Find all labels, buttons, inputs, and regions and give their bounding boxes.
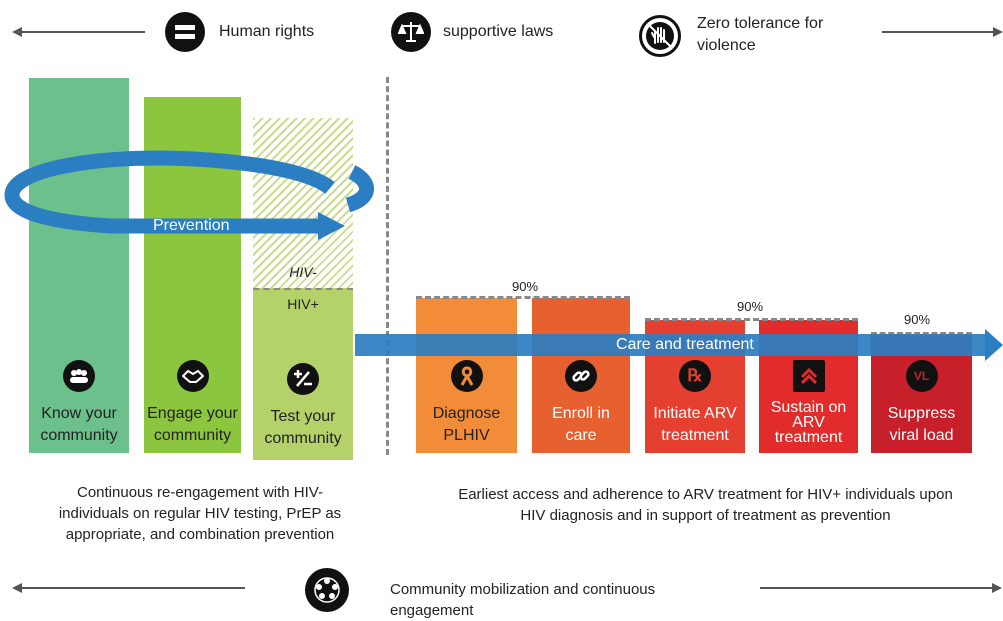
step-label-line2: viral load: [889, 427, 954, 444]
hiv-positive-label: HIV+: [287, 296, 319, 312]
target-percent: 90%: [512, 279, 539, 294]
rx-icon: ℞: [679, 360, 711, 392]
step-label-line2: PLHIV: [443, 427, 490, 444]
bar-diagnose: Diagnose PLHIV: [416, 298, 517, 453]
bar-test-community: HIV+ Test your community: [253, 288, 353, 460]
community-icon: [63, 360, 95, 392]
community-mobilization-icon: [305, 568, 349, 612]
care-label: Care and treatment: [616, 336, 754, 353]
caption-line: Continuous re-engagement with HIV-: [77, 484, 323, 501]
step-label-line2: community: [40, 427, 118, 444]
step-label-line2: community: [264, 430, 342, 447]
target-line-treatment: [645, 318, 858, 321]
scales-icon: [391, 12, 431, 52]
plus-minus-icon: [287, 363, 319, 395]
prevention-caption: Continuous re-engagement with HIV- indiv…: [30, 482, 370, 545]
bottom-label-line: Community mobilization and continuous: [390, 581, 656, 598]
stop-hand-icon: [639, 15, 681, 57]
handshake-icon: [176, 360, 209, 392]
equality-icon: [165, 12, 205, 52]
step-label-line1: Engage your: [147, 405, 238, 422]
step-label-line2: care: [565, 427, 597, 444]
bottom-label-line: engagement: [390, 602, 474, 619]
prevention-label: Prevention: [153, 217, 230, 234]
step-label-line1: Sustain on: [770, 399, 847, 416]
divider-line: [386, 77, 389, 455]
caption-line: appropriate, and combination prevention: [65, 526, 335, 543]
bar-test-hatched: [253, 118, 353, 288]
community-mobilization-label: Community mobilization and continuous en…: [390, 579, 655, 621]
supportive-laws-label: supportive laws: [443, 23, 554, 40]
step-label-line1: Initiate ARV: [653, 405, 737, 422]
step-label-line1: Know your: [41, 405, 117, 422]
step-label-line1: Diagnose: [432, 405, 501, 422]
target-percent: 90%: [737, 299, 764, 314]
bar-enroll: Enroll in care: [532, 298, 630, 453]
step-label-line2: community: [153, 427, 232, 444]
human-rights-label: Human rights: [219, 23, 315, 40]
link-icon: [565, 360, 597, 392]
step-label-line1: Enroll in: [552, 405, 610, 422]
caption-line: Earliest access and adherence to ARV tre…: [458, 486, 953, 503]
vl-icon: VL: [905, 360, 938, 392]
ribbon-icon: [450, 360, 483, 392]
chevron-up-icon: [792, 360, 825, 392]
target-percent: 90%: [904, 312, 931, 327]
target-line-suppression: [871, 332, 972, 335]
step-label-line3: treatment: [774, 429, 843, 446]
step-label-line2: ARV: [792, 414, 825, 431]
caption-line: individuals on regular HIV testing, PrEP…: [58, 505, 342, 522]
zero-tolerance-label: Zero tolerance for violence: [697, 15, 824, 54]
prevention-ring-arrow: [4, 150, 374, 240]
step-label-line1: Test your: [270, 408, 336, 425]
caption-line: HIV diagnosis and in support of treatmen…: [520, 507, 891, 524]
hiv-negative-label: HIV-: [289, 264, 317, 280]
care-arrow: [355, 329, 1003, 361]
bar-know-community: Know your community: [29, 78, 129, 453]
care-caption: Earliest access and adherence to ARV tre…: [418, 484, 993, 526]
step-label-line1: Suppress: [887, 405, 956, 422]
target-line-diagnose: [416, 296, 630, 299]
step-label-line2: treatment: [661, 427, 729, 444]
